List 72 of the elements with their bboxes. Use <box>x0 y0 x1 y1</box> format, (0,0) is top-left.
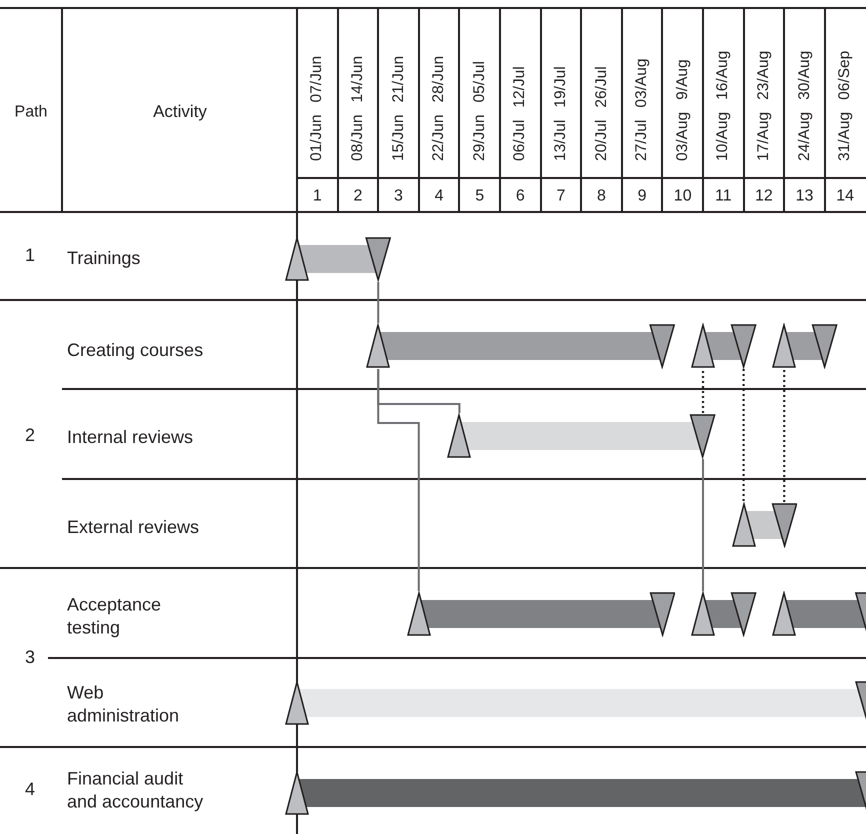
activity-name: Financial audit and accountancy <box>67 768 204 812</box>
path-number: 4 <box>25 779 35 801</box>
date-label: 01/Jun <box>307 114 326 161</box>
week-number: 11 <box>715 186 732 206</box>
date-label: 10/Aug <box>713 112 732 161</box>
week-number: 9 <box>638 186 647 206</box>
task-bar <box>771 591 866 637</box>
week-number: 12 <box>755 186 773 206</box>
date-label: 30/Aug <box>794 50 814 100</box>
activity-name: Web administration <box>67 682 180 726</box>
dotted-connector <box>742 369 745 502</box>
task-bar <box>365 323 676 369</box>
activity-name: External reviews <box>67 516 200 538</box>
date-label: 31/Aug <box>835 112 854 161</box>
date-label: 22/Jun <box>429 114 448 161</box>
week-number: 13 <box>796 186 814 206</box>
task-bar <box>284 680 866 726</box>
date-label: 05/Jul <box>470 61 489 102</box>
date-label: 06/Sep <box>835 50 854 100</box>
date-label: 26/Jul <box>592 66 610 108</box>
date-label: 08/Jun <box>348 114 367 161</box>
dependency-line <box>377 282 380 323</box>
week-number: 1 <box>312 186 322 206</box>
task-bar <box>406 591 676 637</box>
date-label: 20/Jul <box>592 120 610 161</box>
activity-name: Creating courses <box>67 338 204 362</box>
date-label: 29/Jun <box>470 114 489 161</box>
date-label: 23/Aug <box>754 50 773 100</box>
date-label: 28/Jun <box>429 56 448 102</box>
date-label: 12/Jul <box>510 66 530 108</box>
dependency-line <box>702 459 704 591</box>
week-number: 4 <box>434 186 444 206</box>
date-label: 9/Aug <box>672 59 692 100</box>
dotted-connector <box>783 369 786 502</box>
task-bar <box>284 236 392 282</box>
dotted-connector <box>702 369 704 413</box>
week-number: 6 <box>516 186 525 206</box>
task-bar <box>690 323 757 369</box>
date-label: 14/Jun <box>348 56 367 102</box>
date-label: 24/Aug <box>794 112 814 161</box>
week-number: 14 <box>836 186 854 206</box>
activity-name: Internal reviews <box>67 426 194 448</box>
activity-name: Acceptance testing <box>67 594 162 638</box>
week-number: 3 <box>394 186 403 206</box>
week-number: 7 <box>556 186 566 206</box>
dependency-line <box>377 369 420 591</box>
date-label: 03/Aug <box>672 112 692 161</box>
path-number: 2 <box>25 425 35 447</box>
path-number: 3 <box>25 647 35 669</box>
task-bar <box>446 413 716 459</box>
date-label: 27/Jul <box>632 120 652 161</box>
week-number: 5 <box>475 186 484 206</box>
date-label: 06/Jul <box>510 120 530 161</box>
week-number: 10 <box>674 186 692 206</box>
date-label: 07/Jun <box>307 56 326 102</box>
task-bar <box>284 770 866 816</box>
date-label: 17/Aug <box>754 112 773 161</box>
date-label: 03/Aug <box>632 58 652 108</box>
task-bar <box>690 591 757 637</box>
date-label: 15/Jun <box>388 114 408 161</box>
date-label: 21/Jun <box>388 56 408 102</box>
week-number: 8 <box>597 186 606 206</box>
task-bar <box>730 502 798 548</box>
task-bar <box>771 323 838 369</box>
date-label: 19/Jul <box>550 66 570 108</box>
column-header: Path <box>14 102 48 122</box>
path-number: 1 <box>25 245 35 267</box>
activity-name: Trainings <box>67 246 142 270</box>
column-header: Activity <box>153 102 207 122</box>
date-label: 13/Jul <box>550 120 570 161</box>
week-number: 2 <box>353 186 362 206</box>
date-label: 16/Aug <box>713 50 732 100</box>
